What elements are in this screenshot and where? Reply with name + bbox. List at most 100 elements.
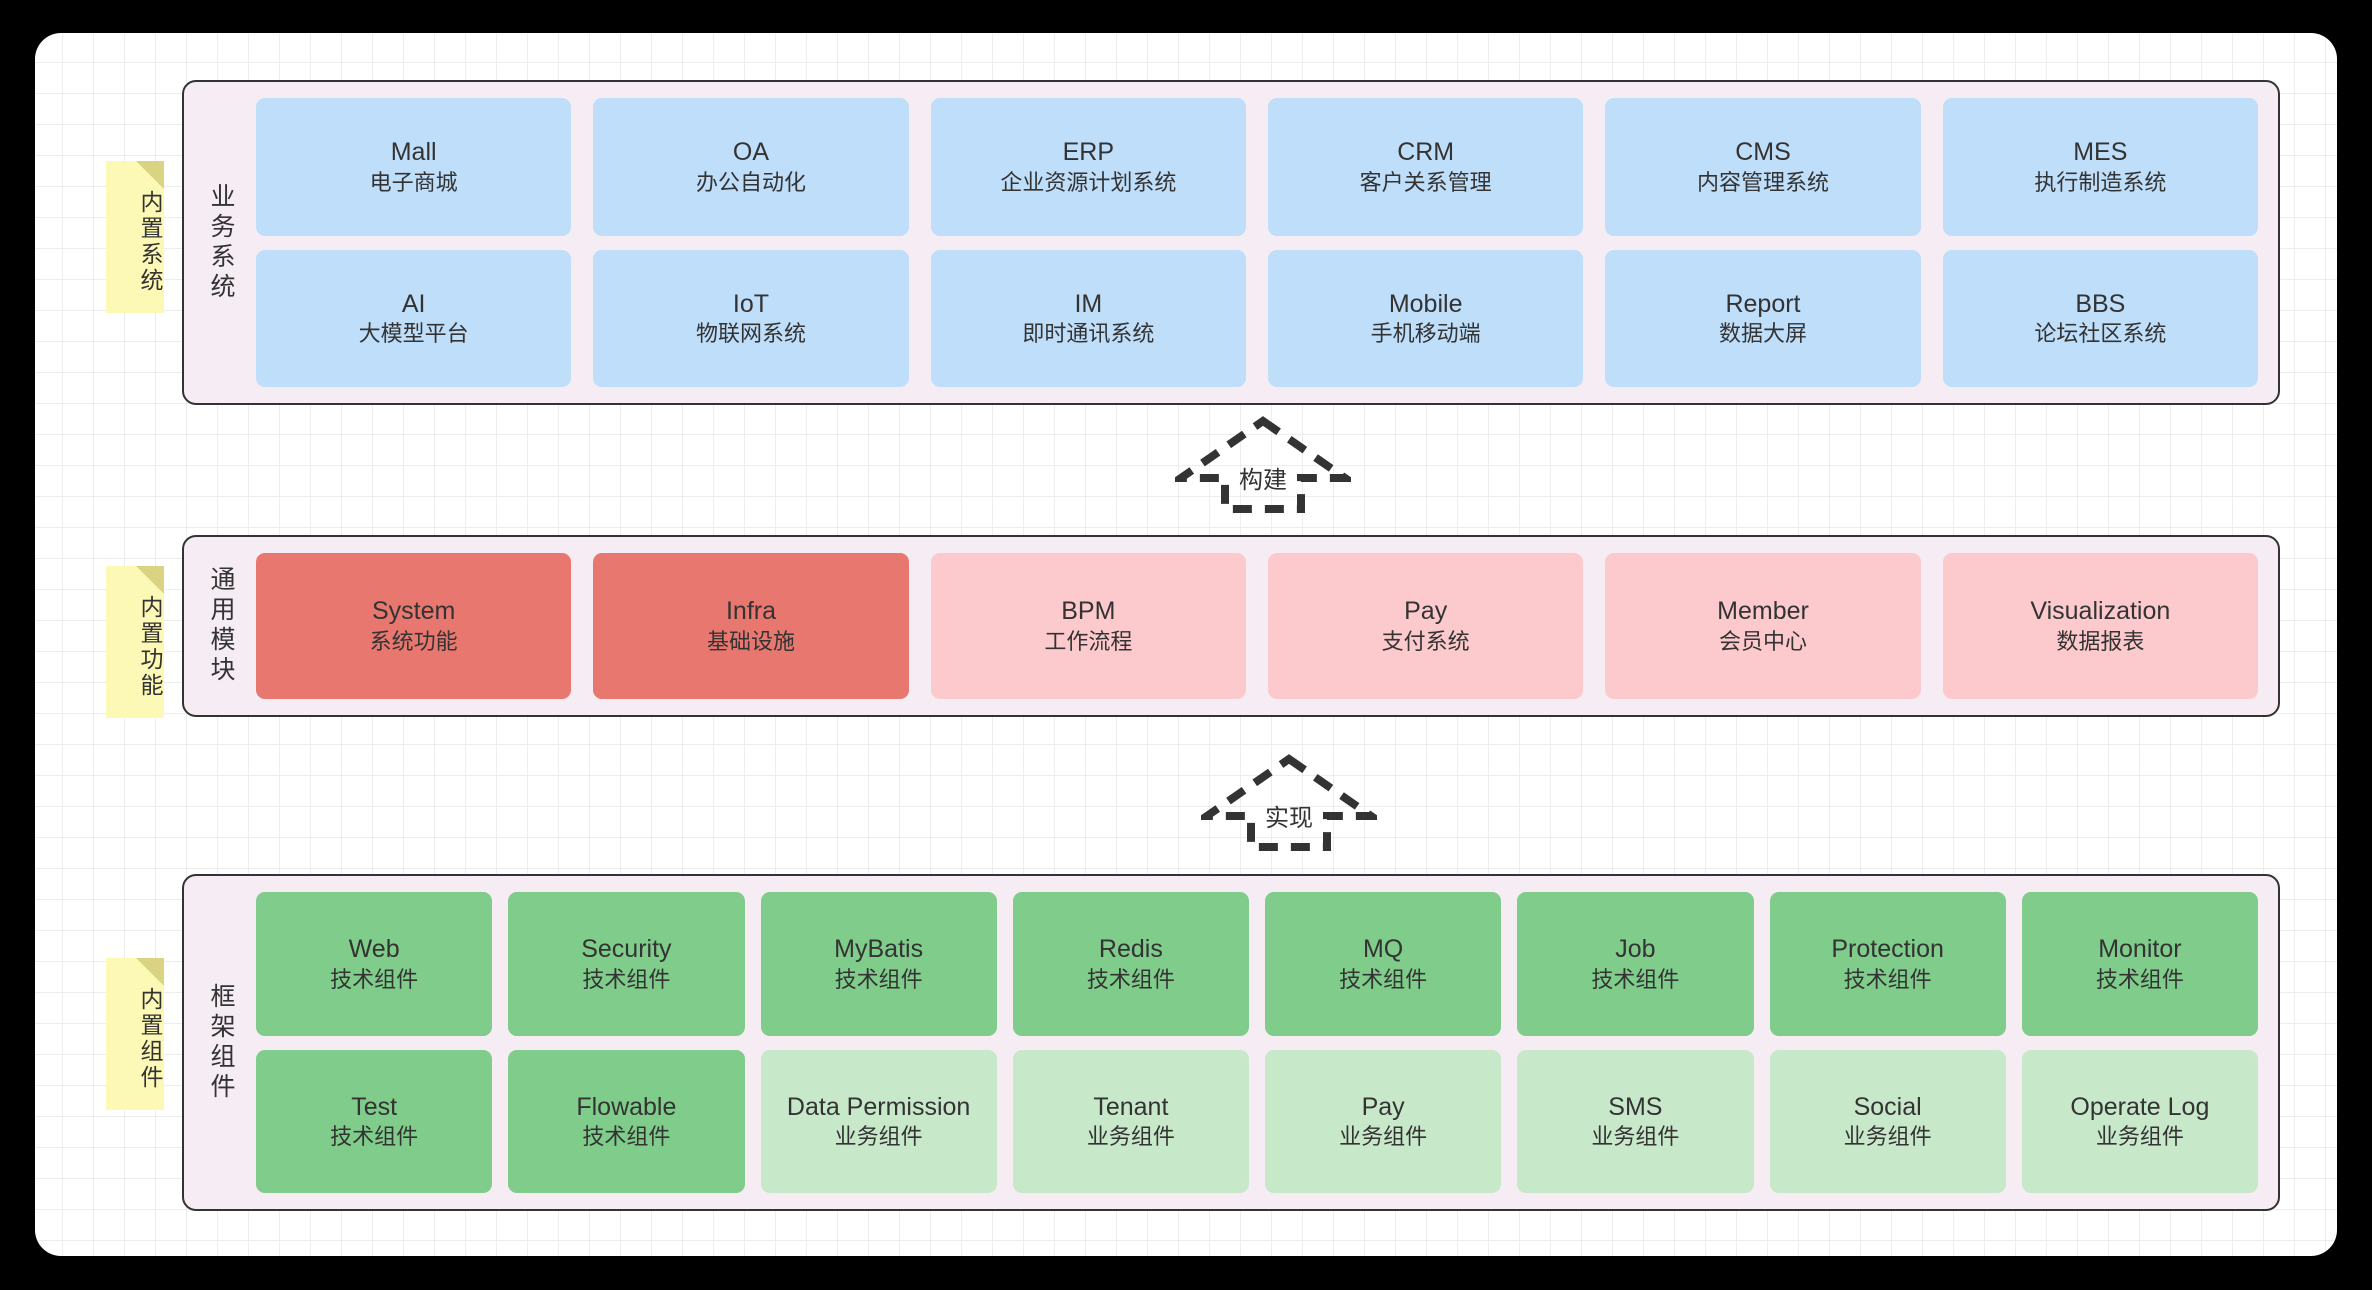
card-title: Infra xyxy=(725,597,776,626)
card-title: BBS xyxy=(2075,289,2126,318)
card-subtitle: 论坛社区系统 xyxy=(2034,321,2167,347)
card-subtitle: 电子商城 xyxy=(369,169,458,195)
arrow-up-dashed-icon xyxy=(1194,754,1384,851)
component-card[interactable]: Job 技术组件 xyxy=(1517,892,1754,1036)
card-title: BPM xyxy=(1061,597,1116,626)
module-card[interactable]: Pay 支付系统 xyxy=(1268,553,1584,699)
card-subtitle: 技术组件 xyxy=(330,1124,419,1150)
system-card[interactable]: IoT 物联网系统 xyxy=(593,249,909,387)
card-title: Member xyxy=(1717,597,1809,626)
card-subtitle: 技术组件 xyxy=(834,966,923,992)
card-title: IoT xyxy=(732,289,770,318)
component-card[interactable]: Data Permission 业务组件 xyxy=(760,1049,997,1193)
component-card[interactable]: Tenant 业务组件 xyxy=(1012,1049,1249,1193)
card-subtitle: 企业资源计划系统 xyxy=(1000,169,1177,195)
component-card[interactable]: MQ 技术组件 xyxy=(1265,892,1502,1036)
note-label: 内置系统 xyxy=(137,190,163,294)
module-card[interactable]: Member 会员中心 xyxy=(1605,553,1921,699)
card-title: Test xyxy=(351,1092,398,1121)
card-subtitle: 业务组件 xyxy=(1339,1124,1428,1150)
layer-band-common-modules: 通用模块 System 系统功能 Infra 基础设施 BPM 工作流程 Pay… xyxy=(182,535,2280,717)
card-subtitle: 业务组件 xyxy=(2095,1124,2184,1150)
card-title: CRM xyxy=(1397,138,1455,167)
connector-arrow-build: 构建 xyxy=(1168,416,1358,514)
card-subtitle: 内容管理系统 xyxy=(1696,169,1829,195)
card-subtitle: 即时通讯系统 xyxy=(1022,321,1155,347)
card-subtitle: 物联网系统 xyxy=(695,321,806,347)
component-card[interactable]: Monitor 技术组件 xyxy=(2021,892,2258,1036)
system-card[interactable]: CMS 内容管理系统 xyxy=(1605,98,1921,236)
component-card[interactable]: MyBatis 技术组件 xyxy=(760,892,997,1036)
band-label-business-systems: 业务系统 xyxy=(207,182,235,303)
component-card[interactable]: Security 技术组件 xyxy=(508,892,745,1036)
system-card[interactable]: MES 执行制造系统 xyxy=(1942,98,2258,236)
card-title: CMS xyxy=(1735,138,1791,167)
band-grid-framework-components: Web 技术组件 Security 技术组件 MyBatis 技术组件 Redi… xyxy=(246,876,2278,1209)
card-title: Pay xyxy=(1404,597,1448,626)
component-card[interactable]: Protection 技术组件 xyxy=(1769,892,2006,1036)
card-title: Flowable xyxy=(576,1092,677,1121)
card-subtitle: 办公自动化 xyxy=(695,169,806,195)
card-title: MyBatis xyxy=(834,935,924,964)
note-label: 内置功能 xyxy=(137,595,163,699)
card-title: AI xyxy=(401,289,426,318)
card-title: Visualization xyxy=(2030,597,2171,626)
card-title: Redis xyxy=(1098,935,1163,964)
card-title: Security xyxy=(581,935,672,964)
card-subtitle: 手机移动端 xyxy=(1370,321,1481,347)
component-card[interactable]: Social 业务组件 xyxy=(1769,1049,2006,1193)
card-subtitle: 技术组件 xyxy=(582,1124,671,1150)
card-title: Operate Log xyxy=(2070,1092,2210,1121)
system-card[interactable]: CRM 客户关系管理 xyxy=(1268,98,1584,236)
card-subtitle: 技术组件 xyxy=(2095,966,2184,992)
card-title: ERP xyxy=(1062,138,1115,167)
module-card[interactable]: Visualization 数据报表 xyxy=(1942,553,2258,699)
card-title: System xyxy=(371,597,456,626)
component-card[interactable]: Flowable 技术组件 xyxy=(508,1049,745,1193)
system-card[interactable]: BBS 论坛社区系统 xyxy=(1942,249,2258,387)
card-subtitle: 技术组件 xyxy=(1339,966,1428,992)
card-title: Data Permission xyxy=(786,1092,971,1121)
system-card[interactable]: Mobile 手机移动端 xyxy=(1268,249,1584,387)
module-card[interactable]: Infra 基础设施 xyxy=(593,553,909,699)
card-subtitle: 系统功能 xyxy=(369,628,458,654)
module-card[interactable]: System 系统功能 xyxy=(256,553,572,699)
card-subtitle: 执行制造系统 xyxy=(2034,169,2167,195)
system-card[interactable]: IM 即时通讯系统 xyxy=(930,249,1246,387)
card-subtitle: 大模型平台 xyxy=(358,321,469,347)
component-card[interactable]: Operate Log 业务组件 xyxy=(2021,1049,2258,1193)
card-subtitle: 技术组件 xyxy=(1591,966,1680,992)
note-fold-corner xyxy=(136,161,164,189)
component-card[interactable]: SMS 业务组件 xyxy=(1517,1049,1754,1193)
sticky-note-builtin-systems: 内置系统 xyxy=(106,161,164,313)
note-fold-corner xyxy=(136,958,164,986)
card-title: Monitor xyxy=(2098,935,2182,964)
system-card[interactable]: AI 大模型平台 xyxy=(256,249,572,387)
module-card[interactable]: BPM 工作流程 xyxy=(930,553,1246,699)
card-title: Report xyxy=(1725,289,1801,318)
card-title: Protection xyxy=(1831,935,1944,964)
card-subtitle: 数据报表 xyxy=(2056,628,2145,654)
card-subtitle: 客户关系管理 xyxy=(1359,169,1492,195)
sticky-note-builtin-components: 内置组件 xyxy=(106,958,164,1110)
card-subtitle: 技术组件 xyxy=(582,966,671,992)
card-subtitle: 技术组件 xyxy=(1843,966,1932,992)
card-subtitle: 业务组件 xyxy=(834,1124,923,1150)
card-title: IM xyxy=(1074,289,1103,318)
system-card[interactable]: ERP 企业资源计划系统 xyxy=(930,98,1246,236)
card-subtitle: 技术组件 xyxy=(1086,966,1175,992)
note-label: 内置组件 xyxy=(137,987,163,1091)
sticky-note-builtin-functions: 内置功能 xyxy=(106,566,164,718)
component-card[interactable]: Pay 业务组件 xyxy=(1265,1049,1502,1193)
component-card[interactable]: Test 技术组件 xyxy=(256,1049,493,1193)
card-title: SMS xyxy=(1608,1092,1663,1121)
card-title: Tenant xyxy=(1093,1092,1169,1121)
connector-arrow-implement: 实现 xyxy=(1194,754,1384,852)
system-card[interactable]: Mall 电子商城 xyxy=(256,98,572,236)
system-card[interactable]: OA 办公自动化 xyxy=(593,98,909,236)
component-card[interactable]: Web 技术组件 xyxy=(256,892,493,1036)
card-title: MQ xyxy=(1362,935,1404,964)
component-card[interactable]: Redis 技术组件 xyxy=(1012,892,1249,1036)
card-subtitle: 业务组件 xyxy=(1086,1124,1175,1150)
system-card[interactable]: Report 数据大屏 xyxy=(1605,249,1921,387)
